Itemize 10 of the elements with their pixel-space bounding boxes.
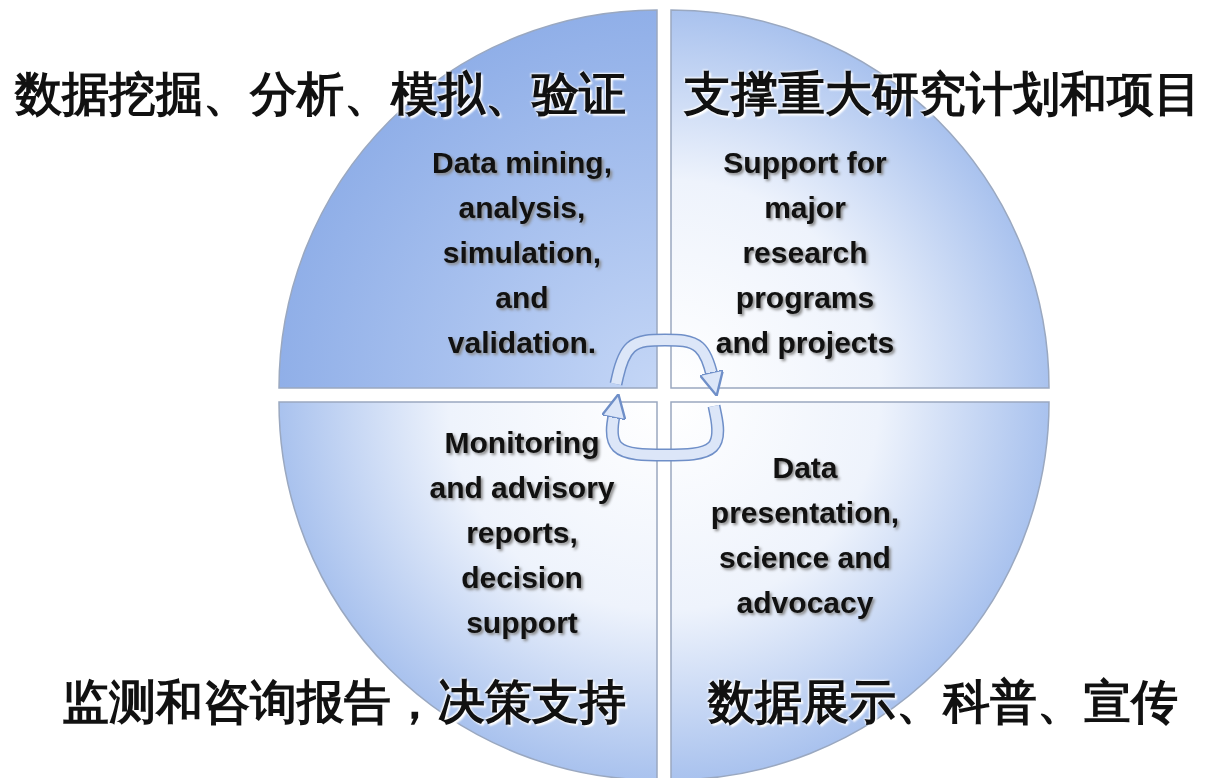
heading-text: 监测和咨询报告，决策支持 <box>62 674 626 731</box>
heading-text: 数据展示、科普、宣传 <box>708 674 1178 731</box>
curved-arrow <box>600 393 723 460</box>
description-text: Monitoring and advisory reports, decision support <box>428 425 616 641</box>
description-text: Support for major research programs and projects <box>714 145 896 361</box>
curved-arrow <box>611 335 725 397</box>
description-text: Data mining, analysis, simulation, and validation. <box>431 145 613 361</box>
description-text: Data presentation, science and advocacy <box>709 450 901 621</box>
heading-text: 数据挖掘、分析、模拟、验证 <box>15 66 626 123</box>
heading-text: 支撑重大研究计划和项目 <box>684 66 1201 123</box>
